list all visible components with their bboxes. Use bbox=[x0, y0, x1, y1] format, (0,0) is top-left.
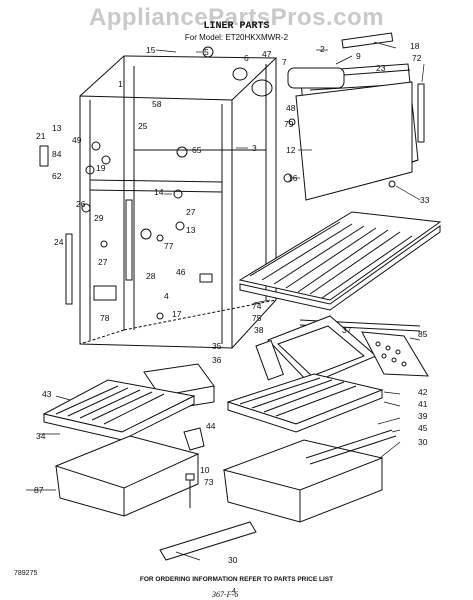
callout-33: 33 bbox=[420, 195, 430, 205]
callout-17: 17 bbox=[172, 309, 182, 319]
callout-1: 1 bbox=[118, 79, 123, 89]
callout-58: 58 bbox=[152, 99, 162, 109]
callout-15: 15 bbox=[146, 45, 156, 55]
callout-26: 26 bbox=[76, 199, 86, 209]
callout-45: 45 bbox=[418, 423, 428, 433]
crisper-drawer-left bbox=[56, 436, 198, 516]
fan-assembly bbox=[203, 47, 344, 96]
callout-47: 47 bbox=[262, 49, 272, 59]
callout-39: 39 bbox=[418, 411, 428, 421]
callout-85: 85 bbox=[418, 329, 428, 339]
callout-6: 6 bbox=[244, 53, 249, 63]
watermark-logo: AppliancePartsPros.com bbox=[88, 4, 385, 31]
model-number: For Model: ET20HKXMWR-2 bbox=[184, 33, 289, 42]
callout-48: 48 bbox=[286, 103, 296, 113]
callout-12: 12 bbox=[286, 145, 296, 155]
callout-65: 65 bbox=[192, 145, 202, 155]
callout-10: 10 bbox=[200, 465, 210, 475]
callout-37: 37 bbox=[342, 325, 352, 335]
callout-7: 7 bbox=[282, 57, 287, 67]
callout-62: 62 bbox=[52, 171, 62, 181]
callout-43: 43 bbox=[42, 389, 52, 399]
callout-44: 44 bbox=[206, 421, 216, 431]
callout-21: 21 bbox=[36, 131, 46, 141]
callout-23: 23 bbox=[376, 63, 386, 73]
callout-75: 75 bbox=[252, 313, 262, 323]
callout-9: 9 bbox=[356, 51, 361, 61]
liner-cabinet bbox=[80, 56, 276, 348]
callout-29: 29 bbox=[94, 213, 104, 223]
callout-84: 84 bbox=[52, 149, 62, 159]
callout-13b: 13 bbox=[186, 225, 196, 235]
callout-14: 14 bbox=[154, 187, 164, 197]
callout-74: 74 bbox=[252, 301, 262, 311]
callout-35: 35 bbox=[212, 341, 222, 351]
rear-panel bbox=[296, 82, 412, 200]
callout-3: 3 bbox=[252, 143, 257, 153]
callout-4: 4 bbox=[164, 291, 169, 301]
document-number: 789275 bbox=[14, 570, 38, 577]
page-title: LINER PARTS bbox=[203, 21, 270, 32]
crisper-drawer-right bbox=[224, 440, 382, 522]
page-number: 4 bbox=[232, 588, 236, 595]
callout-42: 42 bbox=[418, 387, 428, 397]
callout-73: 73 bbox=[204, 477, 214, 487]
callout-87: 87 bbox=[34, 485, 44, 495]
callout-28: 28 bbox=[146, 271, 156, 281]
crisper-cover-left bbox=[44, 380, 194, 440]
callout-18: 18 bbox=[410, 41, 420, 51]
wire-shelf bbox=[240, 212, 440, 310]
callout-41: 41 bbox=[418, 399, 428, 409]
handwritten-note: 367-F-6 bbox=[212, 590, 239, 599]
callout-49: 49 bbox=[72, 135, 82, 145]
callout-16: 16 bbox=[288, 173, 298, 183]
callout-78: 78 bbox=[100, 313, 110, 323]
callout-13: 13 bbox=[52, 123, 62, 133]
callout-30b: 30 bbox=[228, 555, 238, 565]
callout-72: 72 bbox=[412, 53, 422, 63]
callout-2: 2 bbox=[320, 44, 325, 54]
hardware-parts bbox=[40, 119, 395, 319]
callout-36: 36 bbox=[212, 355, 222, 365]
callout-79: 79 bbox=[284, 119, 294, 129]
callout-46: 46 bbox=[176, 267, 186, 277]
callout-24: 24 bbox=[54, 237, 64, 247]
callout-19: 19 bbox=[96, 163, 106, 173]
crisper-cover-right bbox=[228, 374, 382, 432]
callout-34: 34 bbox=[36, 431, 46, 441]
glass-shelf bbox=[256, 316, 376, 384]
callout-5: 5 bbox=[204, 47, 209, 57]
callout-77: 77 bbox=[164, 241, 174, 251]
ordering-note: FOR ORDERING INFORMATION REFER TO PARTS … bbox=[139, 576, 334, 583]
callout-30: 30 bbox=[418, 437, 428, 447]
center-bracket bbox=[184, 428, 204, 508]
callout-27b: 27 bbox=[98, 257, 108, 267]
callout-27: 27 bbox=[186, 207, 196, 217]
callout-25: 25 bbox=[138, 121, 148, 131]
egg-tray bbox=[362, 332, 428, 376]
callout-38: 38 bbox=[254, 325, 264, 335]
